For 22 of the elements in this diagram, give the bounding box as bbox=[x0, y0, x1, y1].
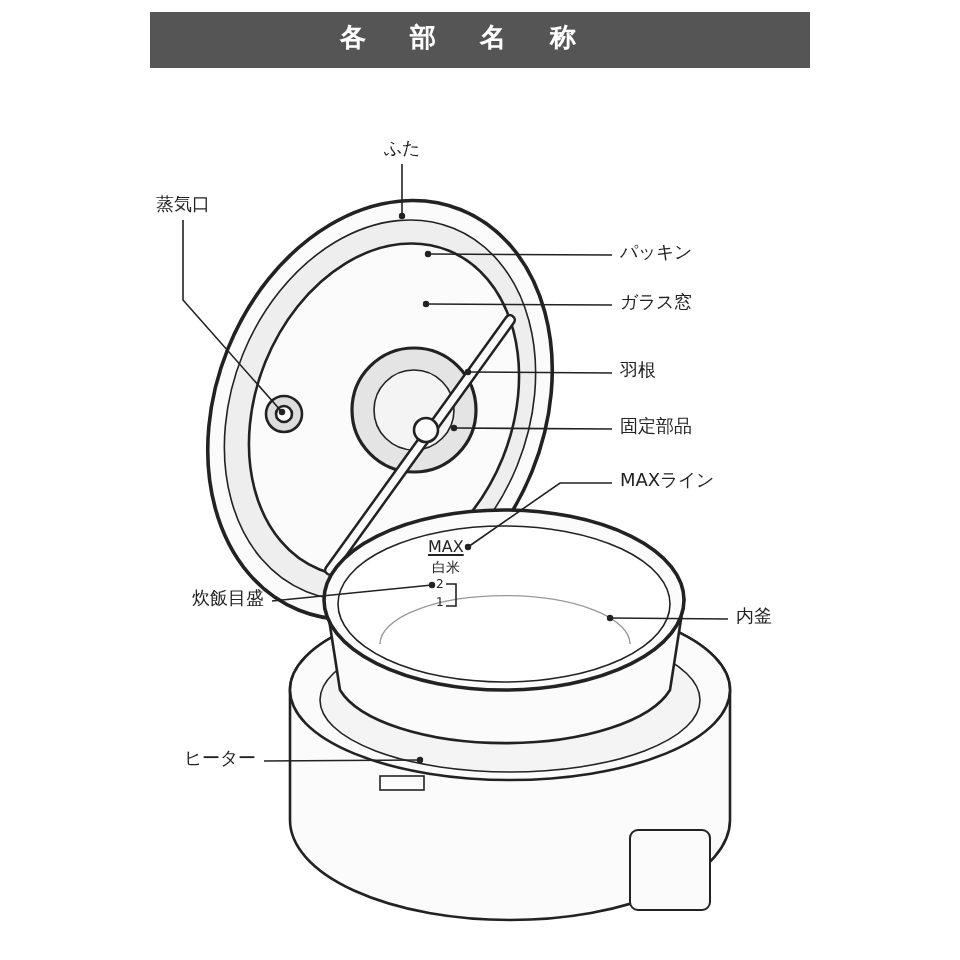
part-label: 羽根 bbox=[620, 362, 656, 384]
leader-line bbox=[464, 368, 613, 376]
leader-line bbox=[424, 250, 613, 258]
leader-line bbox=[398, 163, 406, 220]
title-banner: 各部名称 bbox=[150, 12, 810, 68]
leader-line bbox=[422, 300, 613, 308]
leader-line bbox=[271, 581, 436, 602]
part-label: ガラス窓 bbox=[620, 294, 692, 316]
part-label: ヒーター bbox=[184, 750, 256, 772]
leader-line bbox=[606, 614, 729, 622]
leader-line bbox=[464, 482, 613, 551]
part-label: 炊飯目盛 bbox=[192, 590, 264, 612]
part-label: パッキン bbox=[620, 244, 692, 266]
part-label: MAXライン bbox=[620, 472, 715, 494]
part-label: 蒸気口 bbox=[156, 196, 210, 218]
part-label: 内釜 bbox=[736, 608, 772, 630]
leader-line bbox=[450, 424, 613, 432]
part-label: ふた bbox=[384, 140, 420, 162]
leader-line bbox=[263, 756, 424, 764]
leader-line bbox=[182, 219, 286, 416]
part-label: 固定部品 bbox=[620, 418, 692, 440]
max-mark: MAX bbox=[428, 538, 464, 556]
